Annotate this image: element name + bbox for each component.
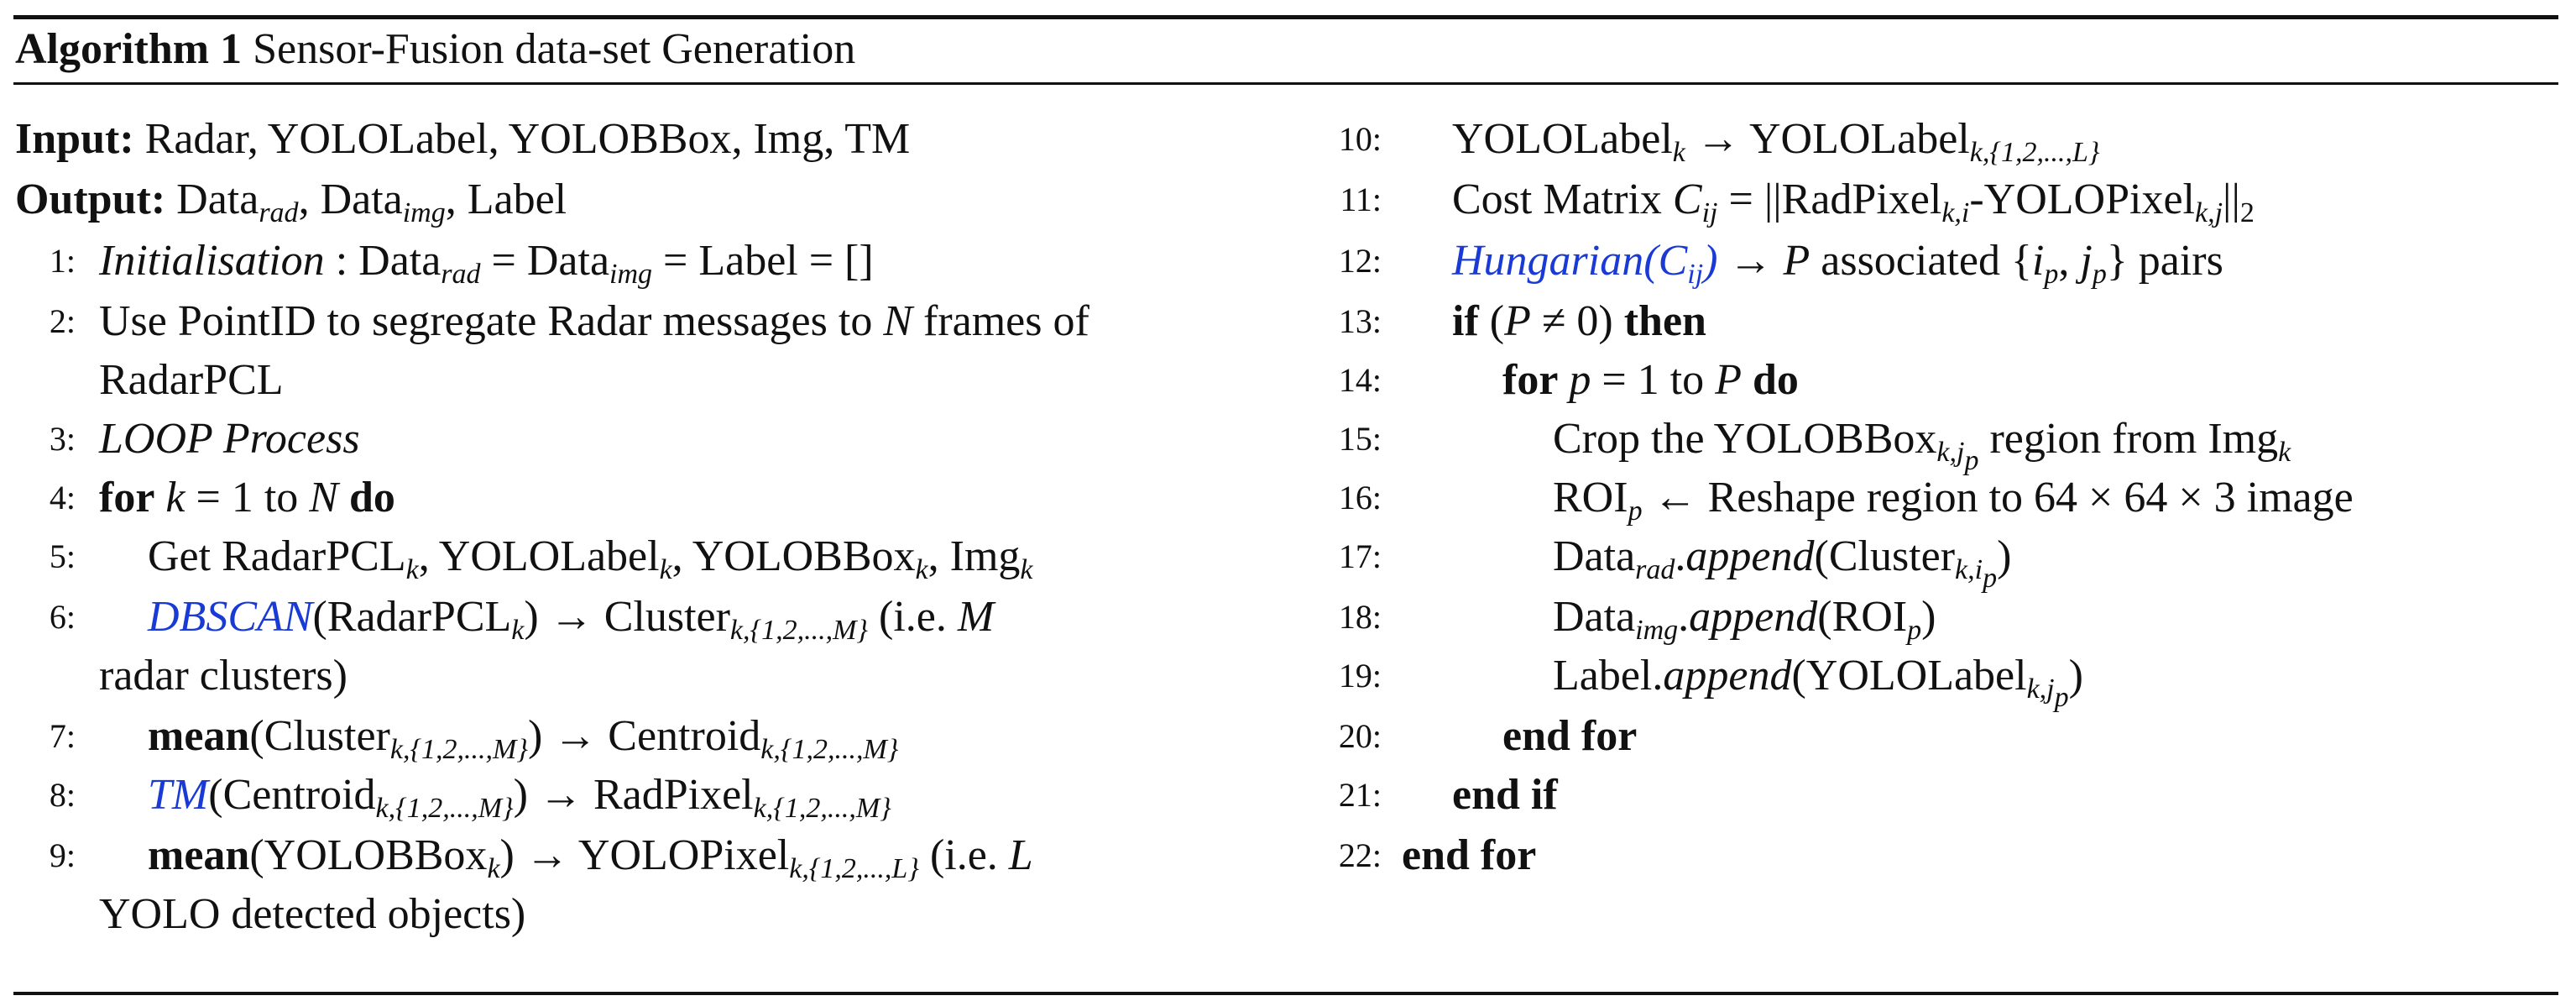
line-19-label: Label. [1553,652,1664,700]
kw-for: for [1502,356,1559,404]
line-number-19: 19: [1338,657,1382,694]
algorithm-line-9-cont: YOLO detected objects) [99,890,526,938]
line-number-11: 11: [1340,181,1382,218]
algorithm-line-16: ROIp ← Reshape region to 64 × 64 × 3 ima… [1553,474,2354,527]
kw-mean: mean [148,831,250,879]
line-18-data: Data [1553,593,1636,641]
line-number-7: 7: [49,717,76,755]
line-16-roi: ROI [1553,474,1628,521]
tm-function: TM [148,771,209,819]
top-rule [13,15,2558,19]
line-number-1: 1: [49,242,76,280]
algorithm-line-17: Datarad.append(Clusterk,ip) [1553,532,2012,594]
algorithm-line-21: end if [1452,771,1558,819]
line-number-22: 22: [1338,836,1382,874]
dbscan-function: DBSCAN [148,593,313,641]
line-11-text: Cost Matrix [1452,176,1662,223]
input-label: Input: [15,115,134,163]
algorithm-line-9: mean(YOLOBBoxk) → YOLOPixelk,{1,2,...,L}… [148,831,1033,884]
algorithm-line-13: if (P ≠ 0) then [1452,297,1706,345]
algorithm-line-8: TM(Centroidk,{1,2,...,M}) → RadPixelk,{1… [148,771,891,824]
line-number-8: 8: [49,776,76,814]
algorithm-line-18: Dataimg.append(ROIp) [1553,593,1936,646]
line-number-12: 12: [1338,242,1382,280]
kw-then: then [1623,297,1706,345]
algorithm-line-6: DBSCAN(RadarPCLk) → Clusterk,{1,2,...,M}… [148,593,995,646]
algorithm-line-1: Initialisation : Datarad = Dataimg = Lab… [99,237,874,290]
line-15-text-b: region from Img [1989,415,2279,463]
line-number-9: 9: [49,836,76,874]
line-number-3: 3: [49,420,76,458]
line-number-17: 17: [1338,537,1382,575]
hungarian-function: Hungarian(Cij) [1452,237,1718,290]
input-line: Input: Radar, YOLOLabel, YOLOBBox, Img, … [15,113,910,165]
algorithm-line-2: Use PointID to segregate Radar messages … [99,297,1089,345]
kw-do: do [348,474,395,521]
append-function: append [1663,652,1792,700]
line-number-18: 18: [1338,598,1382,636]
input-text: Radar, YOLOLabel, YOLOBBox, Img, TM [144,115,911,163]
line-17-data: Data [1553,532,1636,580]
line-16-text: ← Reshape region to 64 × 64 × 3 image [1653,474,2354,521]
line-12-text: associated [1821,237,2000,285]
init-text: Initialisation [99,237,325,285]
algorithm-line-4: for k = 1 to N do [99,474,395,521]
algorithm-name: Sensor-Fusion data-set Generation [253,25,856,73]
algorithm-line-2-cont: RadarPCL [99,356,284,404]
algorithm-line-6-cont: radar clusters) [99,652,347,700]
algorithm-line-5: Get RadarPCLk, YOLOLabelk, YOLOBBoxk, Im… [148,532,1033,585]
line-number-5: 5: [49,537,76,575]
algorithm-line-10: YOLOLabelk → YOLOLabelk,{1,2,...,L} [1452,115,2100,168]
algorithm-title: Algorithm 1 Sensor-Fusion data-set Gener… [15,24,855,76]
algorithm-line-15: Crop the YOLOBBoxk,jp region from Imgk [1553,415,2291,476]
kw-do: do [1752,356,1799,404]
kw-to: to [264,474,299,521]
algorithm-line-14: for p = 1 to P do [1502,356,1799,404]
line-number-15: 15: [1338,420,1382,458]
algorithm-line-11: Cost Matrix Cij = ||RadPixelk,i-YOLOPixe… [1452,176,2255,228]
algorithm-line-7: mean(Clusterk,{1,2,...,M}) → Centroidk,{… [148,712,899,765]
kw-if: if [1452,297,1479,345]
line-15-text-a: Crop the YOLOBBox [1553,415,1937,463]
algorithm-line-19: Label.append(YOLOLabelk,jp) [1553,652,2083,713]
line-number-10: 10: [1338,120,1382,158]
algorithm-line-20: end for [1502,712,1638,760]
bottom-rule [13,992,2558,995]
output-label: Output: [15,176,166,223]
kw-mean: mean [148,712,250,760]
hungarian-name: Hungarian [1452,237,1644,285]
line-number-6: 6: [49,598,76,636]
kw-to: to [1669,356,1705,404]
kw-for: for [99,474,155,521]
line-number-4: 4: [49,479,76,516]
line-number-20: 20: [1338,717,1382,755]
append-function: append [1685,532,1815,580]
line-12-tail: pairs [2138,237,2223,285]
line-6-ie: (i.e. [879,593,947,641]
algorithm-label: Algorithm 1 [15,25,243,73]
header-rule [13,82,2558,85]
line-number-21: 21: [1338,776,1382,814]
line-9-ie: (i.e. [929,831,998,879]
algorithm-line-22: end for [1402,831,1537,879]
append-function: append [1689,593,1818,641]
algorithm-line-3: LOOP Process [99,415,360,463]
line-5-text: Get RadarPCL [148,532,406,580]
line-2-text-a: Use PointID to segregate Radar messages … [99,297,873,345]
line-number-13: 13: [1338,302,1382,340]
line-number-2: 2: [49,302,76,340]
algorithm-line-12: Hungarian(Cij) → P associated {ip, jp} p… [1452,237,2223,290]
line-2-text-b: frames of [923,297,1089,345]
output-line: Output: Datarad, Dataimg, Label [15,176,567,228]
line-number-16: 16: [1338,479,1382,516]
line-number-14: 14: [1338,361,1382,399]
